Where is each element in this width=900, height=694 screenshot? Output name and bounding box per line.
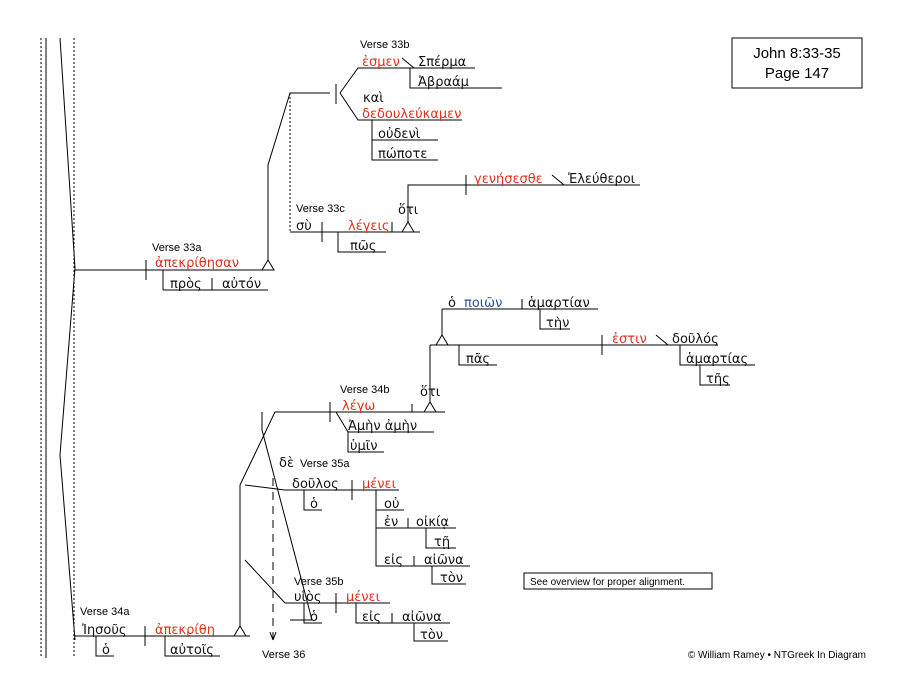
word-eleutheroi: Ἐλεύθεροι: [568, 172, 635, 187]
word-sperma: Σπέρμα: [418, 55, 466, 70]
title-passage: John 8:33-35: [753, 45, 841, 62]
word-de: δὲ: [279, 456, 294, 471]
word-ho-34: ὁ: [448, 296, 456, 311]
word-eis-35a: εἰς: [384, 553, 403, 568]
word-doulos-34: δοῦλός: [672, 332, 719, 347]
word-humin: ὑμῖν: [350, 439, 377, 454]
word-legeis: λέγεις: [348, 219, 389, 234]
word-ho-35a: ὁ: [310, 497, 318, 512]
alignment-note: See overview for proper alignment.: [523, 572, 713, 590]
word-amen: Ἀμὴν ἀμὴν: [348, 419, 417, 434]
word-popote: πώποτε: [378, 147, 427, 162]
title-box: John 8:33-35 Page 147: [731, 37, 863, 89]
word-autois: αὐτοῖς: [170, 643, 214, 658]
word-eis-35b: εἰς: [362, 610, 381, 625]
word-kai: καὶ: [363, 91, 384, 106]
word-auton: αὐτόν: [222, 277, 261, 292]
alignment-note-text: See overview for proper alignment.: [530, 577, 685, 588]
verse-35a-label: Verse 35a: [300, 458, 350, 470]
word-huios: υἱὸς: [294, 590, 322, 605]
word-te: τῇ: [434, 535, 450, 550]
verse-35b-label: Verse 35b: [294, 576, 344, 588]
word-esmen: ἐσμεν: [362, 55, 400, 70]
word-hoti-34: ὅτι: [420, 385, 440, 400]
word-abraam: Ἀβραάμ: [418, 75, 469, 90]
word-ho-35b: ὁ: [310, 610, 318, 625]
word-ou: οὐ: [384, 497, 399, 512]
verse-34b-clause: ὁ ποιῶν ἁμαρτίαν τὴν πᾶς ἐστιν δοῦλός ἁμ…: [429, 296, 755, 402]
word-menei-35a: μένει: [362, 477, 396, 492]
word-estin: ἐστιν: [612, 332, 647, 347]
word-ton-35b: τὸν: [420, 628, 443, 643]
verse-36-label: Verse 36: [262, 649, 305, 661]
word-aiona-35b: αἰῶνα: [402, 610, 442, 625]
verse-33c-label: Verse 33c: [296, 203, 345, 215]
word-doulos-35: δοῦλος: [292, 477, 339, 492]
word-aiona-35a: αἰῶνα: [424, 553, 464, 568]
title-page: Page 147: [765, 65, 829, 82]
word-menei-35b: μένει: [346, 590, 380, 605]
word-pros: πρὸς: [170, 277, 202, 292]
verse-33c: Verse 33c σὺ λέγεις πῶς ὅτι γενήσεσθε Ἐλ…: [290, 172, 640, 254]
word-oudeni: οὐδενὶ: [378, 127, 420, 142]
verse-34a-label: Verse 34a: [80, 606, 130, 618]
word-hamartias: ἁμαρτίας: [686, 352, 748, 367]
copyright: © William Ramey • NTGreek In Diagram: [688, 650, 866, 661]
word-su: σὺ: [296, 219, 312, 234]
verse-35b: Verse 35b υἱὸς μένει ὁ εἰς αἰῶνα τὸν: [244, 559, 450, 643]
verse-33b: Verse 33b ἐσμεν Σπέρμα Ἀβραάμ καὶ δεδουλ…: [335, 39, 502, 162]
verse-34b: Verse 34b λέγω ὅτι Ἀμὴν ἀμὴν ὑμῖν: [239, 384, 445, 486]
word-apekrithe: ἀπεκρίθη: [155, 623, 215, 638]
word-pos: πῶς: [350, 239, 376, 254]
verse-33a-label: Verse 33a: [152, 242, 202, 254]
word-iesous: Ἰησοῦς: [82, 623, 127, 638]
verse-34a: Verse 34a Ἰησοῦς ἀπεκρίθη ὁ αὐτοῖς Verse…: [75, 560, 305, 661]
word-hamartian: ἁμαρτίαν: [528, 296, 590, 311]
word-dedouleukamen: δεδουλεύκαμεν: [362, 107, 461, 122]
word-tes: τῆς: [706, 372, 730, 387]
trunk-lines: [59, 37, 270, 641]
left-border: [40, 38, 75, 658]
word-pas: πᾶς: [466, 352, 490, 367]
word-poion: ποιῶν: [464, 296, 502, 311]
word-lego: λέγω: [342, 399, 375, 414]
verse-34b-label: Verse 34b: [340, 384, 390, 396]
word-oikia: οἰκίᾳ: [416, 515, 449, 530]
verse-33a: Verse 33a ἀπεκρίθησαν πρὸς αὐτόν: [145, 92, 330, 292]
word-ton-35a: τὸν: [440, 571, 463, 586]
verse-33b-label: Verse 33b: [360, 39, 410, 51]
word-genesesthe: γενήσεσθε: [474, 172, 543, 187]
word-en: ἐν: [384, 515, 398, 530]
word-apekrithesan: ἀπεκρίθησαν: [155, 256, 239, 271]
word-ho-34a: ὁ: [102, 643, 110, 658]
verse-35a: δὲ Verse 35a δοῦλος μένει ὁ οὐ ἐν οἰκίᾳ …: [239, 412, 470, 641]
word-ten: τὴν: [546, 316, 569, 331]
